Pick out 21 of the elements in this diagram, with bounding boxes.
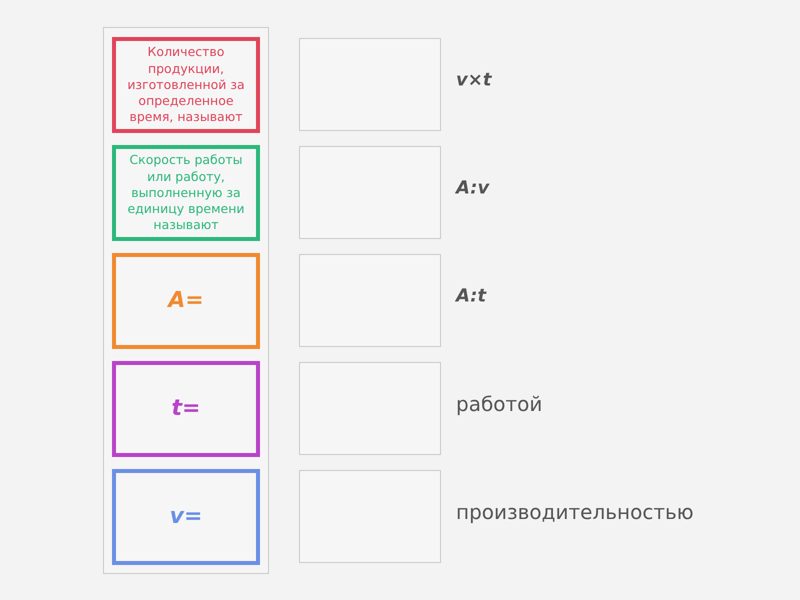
card-panel	[103, 27, 269, 574]
formula-text: t=	[170, 394, 202, 423]
drop-box	[299, 254, 441, 347]
term-card	[112, 253, 260, 349]
answer-text: v×t	[456, 70, 492, 90]
term-card	[112, 469, 260, 565]
formula-text: A=	[166, 286, 205, 315]
answer-text: A:v	[456, 178, 490, 198]
drop-box	[299, 146, 441, 239]
term-card	[112, 361, 260, 457]
answer-text: производительностью	[456, 500, 694, 524]
drop-box	[299, 362, 441, 455]
answer-text: A:t	[456, 286, 486, 306]
drop-box	[299, 470, 441, 563]
answer-text: работой	[456, 392, 542, 416]
term-card	[112, 37, 260, 133]
formula-text: v=	[168, 502, 204, 531]
term-card	[112, 145, 260, 241]
drop-box	[299, 38, 441, 131]
card-text: Количество продукции, изготовленной за определенное время, называют	[126, 44, 246, 126]
card-text: Скорость работы или работу, выполненную за единицу времени называют	[126, 152, 246, 234]
